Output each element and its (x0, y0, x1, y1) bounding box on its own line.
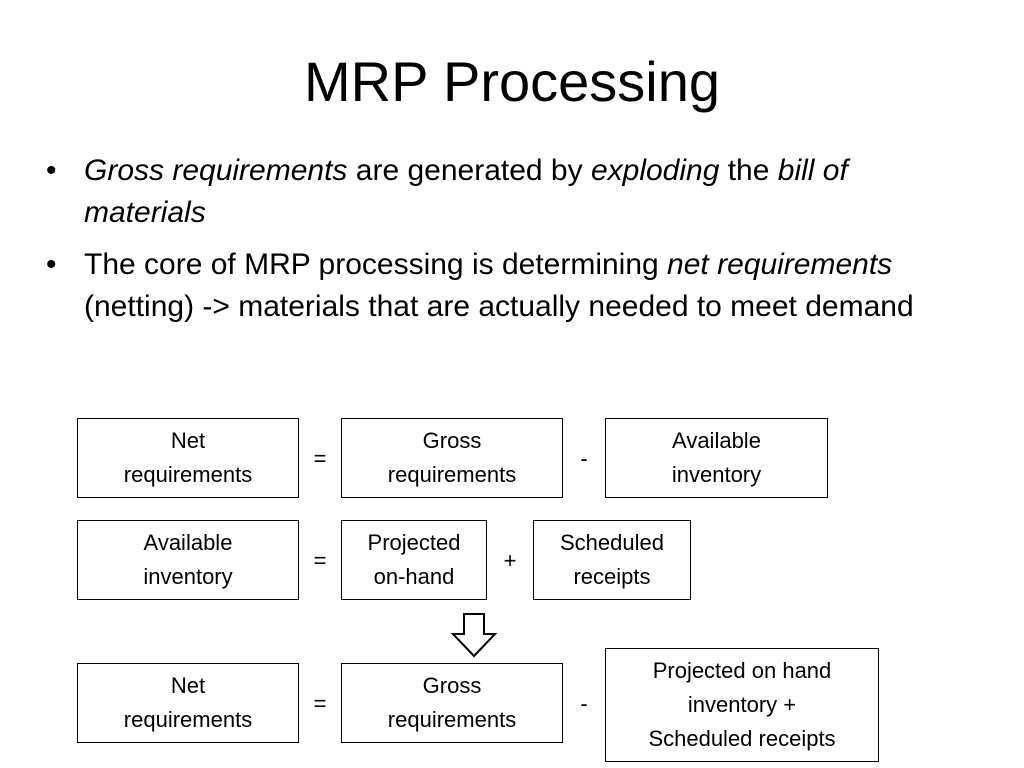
eq2-equals-sign: = (313, 548, 327, 573)
bullet-text: Gross requirements are generated by expl… (84, 154, 848, 229)
box-line: Net (170, 428, 206, 453)
down-arrow-icon (450, 613, 498, 658)
box-line: requirements (123, 462, 253, 487)
eq3-projected-plus-scheduled-box: Projected on hand inventory + Scheduled … (605, 648, 879, 762)
bullet-text: The core of MRP processing is determinin… (84, 248, 914, 323)
eq3-equals-sign: = (313, 691, 327, 716)
box-line: Gross (422, 673, 482, 698)
eq2-plus-sign: + (503, 548, 517, 573)
eq1-gross-requirements-box: Gross requirements (341, 418, 563, 498)
box-line: Available (672, 428, 761, 453)
bullet-dot-icon: • (46, 154, 57, 187)
eq1-minus-sign: - (580, 446, 588, 471)
bullet-dot-icon: • (46, 248, 57, 281)
box-line: on-hand (373, 564, 455, 589)
box-line: Projected on hand (652, 658, 832, 683)
box-line: requirements (387, 707, 517, 732)
box-line: Projected (367, 530, 461, 555)
box-line: receipts (573, 564, 651, 589)
eq3-minus-sign: - (580, 691, 588, 716)
bullet-list: • Gross requirements are generated by ex… (44, 150, 944, 338)
box-line: requirements (123, 707, 253, 732)
box-line: inventory (671, 462, 762, 487)
box-line: inventory (143, 564, 233, 589)
box-line: requirements (387, 462, 517, 487)
eq2-projected-on-hand-box: Projected on-hand (341, 520, 487, 600)
bullet-item: • The core of MRP processing is determin… (44, 244, 944, 328)
eq1-net-requirements-box: Net requirements (77, 418, 299, 498)
box-line: Scheduled receipts (648, 726, 836, 751)
eq1-equals-sign: = (313, 446, 327, 471)
eq3-gross-requirements-box: Gross requirements (341, 663, 563, 743)
slide-title: MRP Processing (303, 50, 720, 113)
box-line: Scheduled (560, 530, 664, 555)
box-line: Gross (422, 428, 482, 453)
eq3-net-requirements-box: Net requirements (77, 663, 299, 743)
eq2-available-inventory-box: Available inventory (77, 520, 299, 600)
box-line: Available (143, 530, 233, 555)
box-line: Net (170, 673, 206, 698)
bullet-item: • Gross requirements are generated by ex… (44, 150, 944, 234)
box-line: inventory + (687, 692, 797, 717)
eq2-scheduled-receipts-box: Scheduled receipts (533, 520, 691, 600)
eq1-available-inventory-box: Available inventory (605, 418, 828, 498)
